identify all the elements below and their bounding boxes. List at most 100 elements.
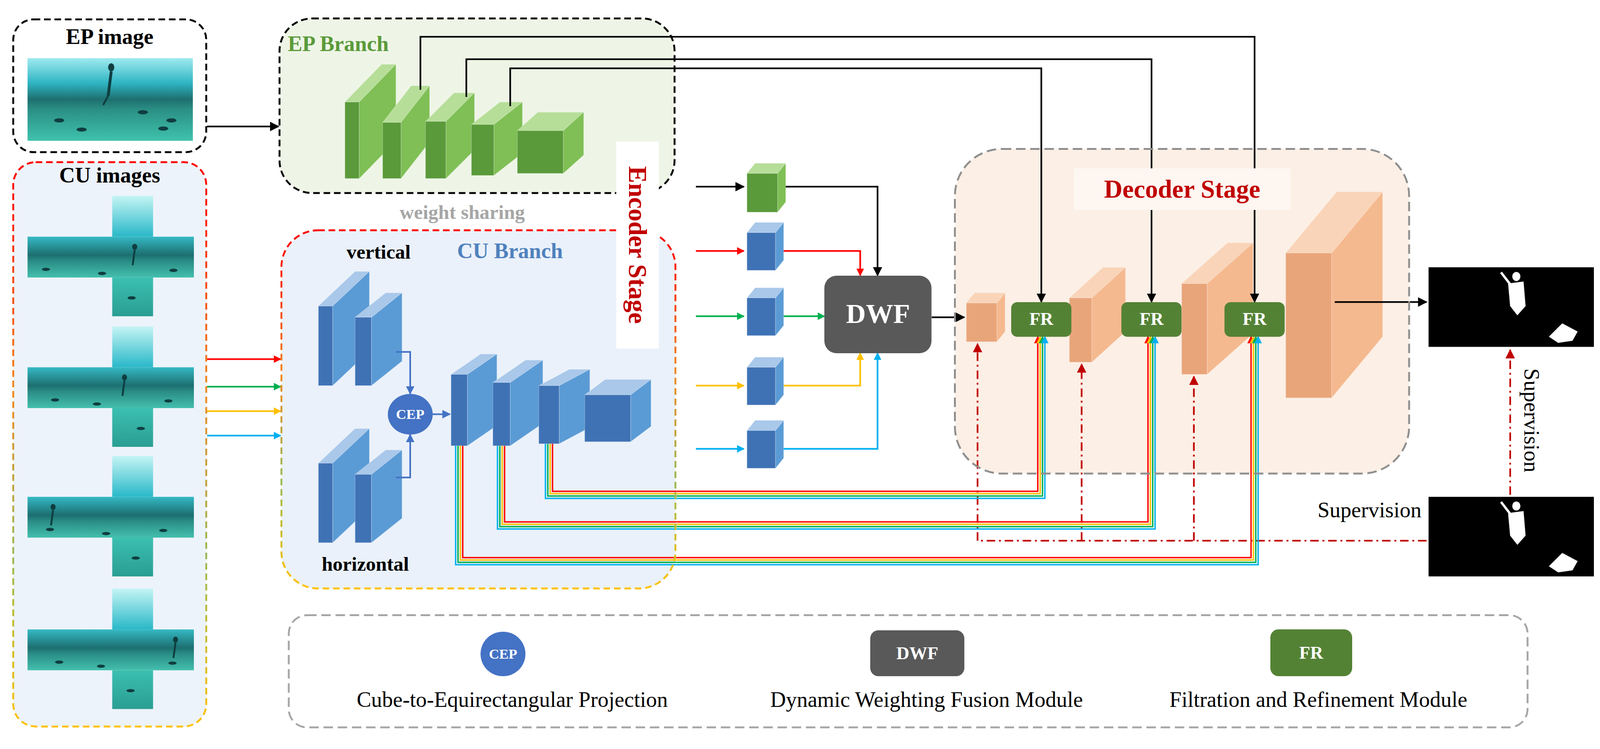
diver — [132, 250, 135, 266]
cube-face — [27, 629, 194, 671]
mask-shape — [1508, 511, 1526, 545]
dashed-border — [279, 18, 675, 193]
feature-block — [451, 354, 498, 446]
cube-face — [112, 408, 153, 447]
skip-wire — [545, 444, 677, 499]
connector-line — [676, 336, 1038, 492]
connector-line — [676, 336, 1251, 558]
diver — [131, 244, 138, 251]
feature-cube — [746, 287, 784, 336]
decoder-block — [1285, 192, 1383, 399]
block-front — [318, 306, 333, 386]
feature-block — [471, 102, 523, 176]
cube-face — [112, 326, 153, 368]
cube-face — [27, 236, 194, 278]
stage-title: Encoder Stage — [616, 141, 659, 349]
module-circle: CEP — [387, 393, 433, 435]
block-side — [630, 379, 651, 443]
panel-fill — [13, 19, 207, 153]
fish — [131, 556, 140, 560]
node-outline — [12, 161, 208, 728]
block-side — [371, 449, 403, 543]
supervision-line — [1193, 376, 1196, 541]
connector — [207, 410, 281, 412]
mask-image — [1428, 267, 1595, 347]
panel-title: Decoder Stage — [1073, 168, 1292, 210]
decoder-block — [966, 292, 1006, 342]
dashed-border — [13, 162, 207, 727]
panel-fill — [279, 18, 675, 193]
module-label: DWF — [846, 298, 910, 331]
cube-face — [112, 588, 153, 630]
block-side — [775, 420, 784, 469]
block-front — [355, 317, 372, 386]
fish — [137, 110, 149, 115]
block-front — [492, 382, 511, 446]
block-front — [746, 232, 776, 271]
block-side — [775, 357, 784, 405]
block-front — [382, 122, 402, 179]
connector-line — [676, 336, 1259, 565]
connector-line — [207, 410, 281, 413]
wire — [395, 434, 411, 478]
diver — [51, 510, 53, 526]
connector-line — [676, 336, 1045, 499]
diver — [173, 636, 179, 643]
feature-block — [584, 379, 651, 443]
wire — [931, 316, 965, 319]
module-fill — [1121, 302, 1182, 337]
fish — [169, 268, 178, 272]
feature-block — [425, 92, 475, 179]
module-box: FR — [1011, 302, 1072, 337]
wire — [695, 185, 744, 188]
skip-wire — [547, 444, 677, 497]
block-front — [584, 394, 631, 442]
skip-wire — [502, 445, 677, 525]
module-label: FR — [1242, 308, 1267, 330]
fish — [92, 402, 101, 406]
connector-line — [676, 336, 1256, 563]
dashed-border — [13, 19, 207, 153]
connector-line — [675, 68, 1041, 303]
fish — [157, 126, 169, 132]
block-front — [471, 124, 494, 176]
input-panel: CU images — [12, 161, 208, 728]
legend-abbreviation: FR — [1299, 642, 1324, 664]
block-side — [775, 287, 784, 336]
block-side — [1331, 192, 1383, 399]
legend-swatch: FR — [1270, 629, 1353, 677]
mask-shape — [1501, 502, 1512, 516]
fish — [51, 398, 60, 402]
panel-title: CU Branch — [457, 238, 564, 264]
skip-wire — [550, 444, 677, 494]
decoder-block — [1069, 267, 1126, 363]
mask-shape — [1512, 271, 1521, 281]
wire — [783, 353, 861, 386]
module-label: FR — [1139, 308, 1164, 330]
fish — [127, 296, 136, 300]
feature-cube — [746, 222, 784, 271]
wire — [783, 315, 825, 318]
connector-line — [207, 125, 279, 128]
diver — [103, 96, 109, 105]
legend-swatch: CEP — [480, 631, 526, 677]
panel-title: EP Branch — [287, 31, 389, 57]
block-front — [517, 130, 564, 174]
fish — [41, 267, 50, 272]
feature-block — [355, 449, 403, 543]
block-side — [510, 360, 543, 446]
module-fill — [1224, 302, 1285, 337]
wire — [432, 413, 451, 416]
mask-shape — [1548, 323, 1578, 343]
skip-wire — [462, 445, 677, 558]
module-label: CEP — [395, 406, 425, 423]
fish — [159, 528, 168, 533]
wire — [695, 448, 744, 451]
connectors — [207, 36, 1259, 565]
block-front — [318, 463, 333, 543]
legend-text: Filtration and Refinement Module — [1169, 687, 1468, 713]
skip-wire — [510, 68, 676, 107]
module-box: FR — [1121, 302, 1182, 337]
skip-wire — [499, 445, 677, 527]
feature-block — [538, 369, 590, 444]
